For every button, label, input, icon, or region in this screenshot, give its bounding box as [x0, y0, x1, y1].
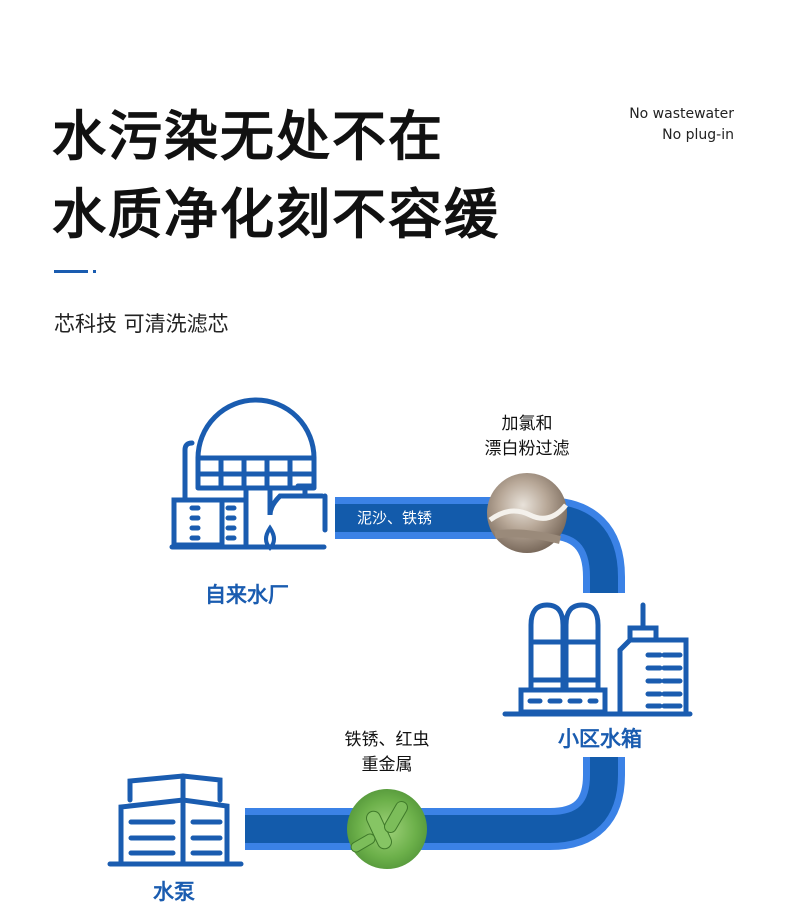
label-water-tank: 小区水箱 — [558, 727, 642, 751]
english-line2: No plug-in — [662, 127, 734, 143]
headline-line2: 水质净化刻不容缓 — [52, 183, 500, 246]
note-contaminants: 铁锈、红虫 重金属 — [328, 728, 446, 778]
note-chlorine-line2: 漂白粉过滤 — [484, 439, 570, 459]
accent-bar — [54, 270, 88, 273]
water-plant-icon — [169, 397, 328, 551]
sediment-image — [487, 473, 568, 553]
headline-line1: 水污染无处不在 — [52, 105, 444, 168]
pump-building-icon — [107, 773, 244, 867]
note-contaminants-line2: 重金属 — [361, 755, 413, 775]
label-pump: 水泵 — [153, 880, 195, 904]
subtitle: 芯科技 可清洗滤芯 — [54, 312, 229, 336]
accent-dot — [93, 270, 96, 273]
bacteria-image — [347, 789, 427, 869]
note-chlorine-line1: 加氯和 — [501, 414, 553, 434]
note-contaminants-line1: 铁锈、红虫 — [344, 730, 430, 750]
water-tank-icon — [502, 602, 693, 717]
note-chlorine: 加氯和 漂白粉过滤 — [472, 412, 582, 462]
pipe-label-sediment: 泥沙、铁锈 — [357, 509, 433, 527]
bottom-pipe — [245, 757, 625, 850]
label-water-plant: 自来水厂 — [205, 583, 289, 607]
english-tagline: No wastewater No plug-in — [629, 104, 734, 146]
english-line1: No wastewater — [629, 106, 734, 122]
top-pipe — [335, 497, 625, 593]
